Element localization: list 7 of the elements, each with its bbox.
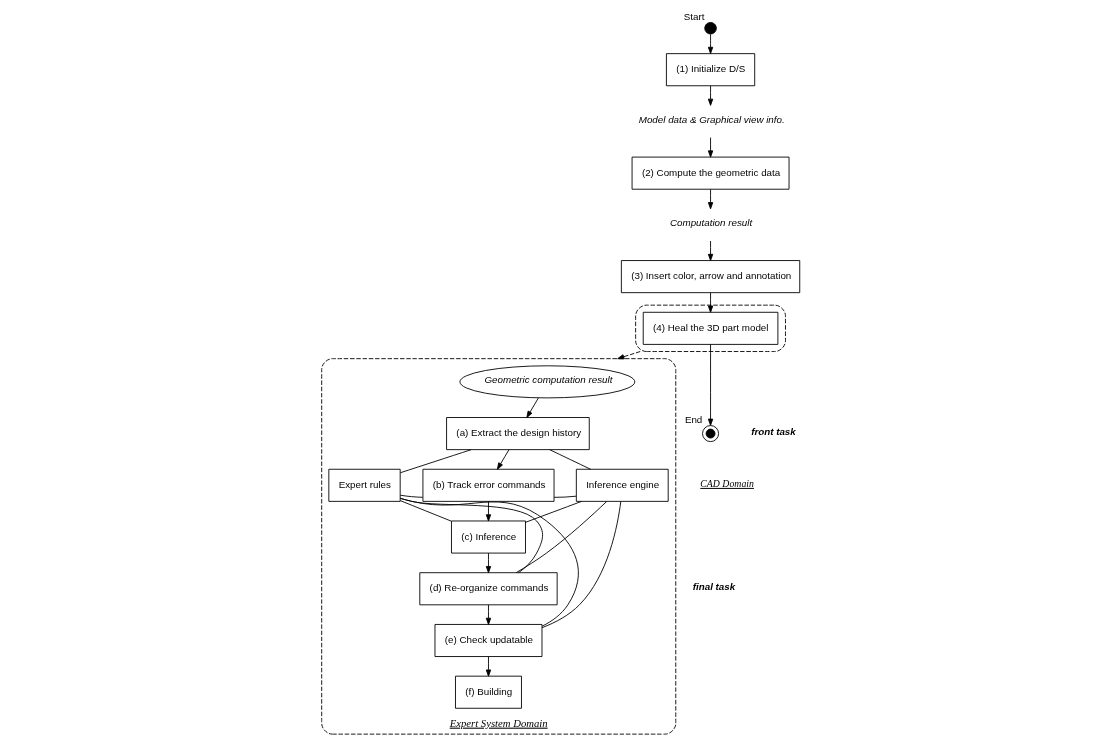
node-text: Model data & Graphical view info. xyxy=(638,114,785,126)
node-text: Computation result xyxy=(669,217,752,229)
label: front task xyxy=(750,426,796,438)
label: final task xyxy=(692,581,735,593)
node-label: End xyxy=(684,413,702,425)
label: CAD Domain xyxy=(699,477,754,489)
node-label: Start xyxy=(683,10,704,22)
